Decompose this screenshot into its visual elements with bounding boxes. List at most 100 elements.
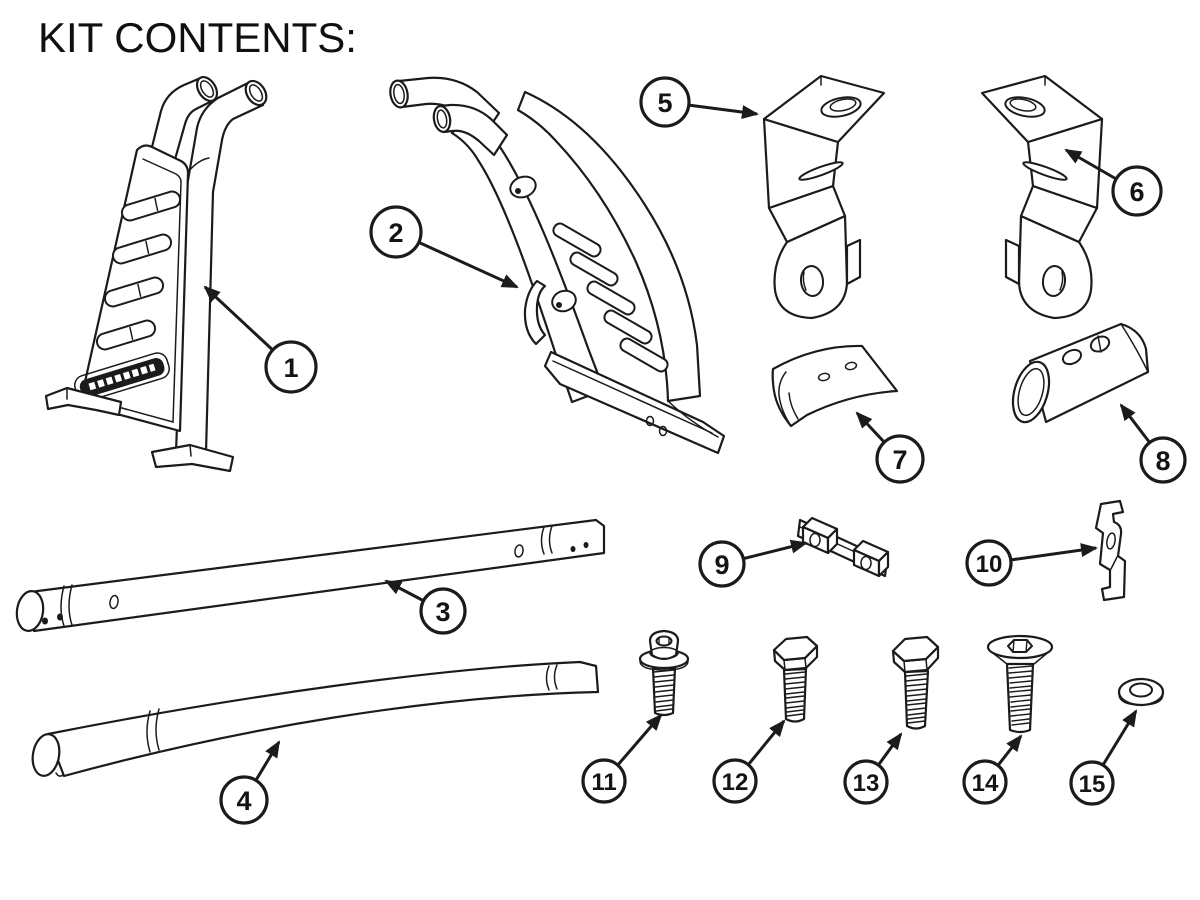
slot-outline bbox=[120, 190, 182, 222]
page-title: KIT CONTENTS: bbox=[38, 14, 357, 61]
top-hole-rim bbox=[1009, 98, 1037, 112]
boss-hole bbox=[515, 188, 521, 194]
callout-circle bbox=[639, 76, 691, 128]
top-hole bbox=[1004, 96, 1046, 118]
panel-top-collar bbox=[187, 157, 210, 173]
callout-2: 2 bbox=[369, 205, 519, 289]
collar-groove-left bbox=[60, 584, 73, 627]
callout-circle bbox=[264, 340, 318, 394]
bolt-hole bbox=[514, 544, 524, 558]
rivet-dot bbox=[583, 542, 589, 548]
part-13-hex-bolt-drawing bbox=[891, 635, 940, 730]
rivet-dot bbox=[42, 617, 48, 625]
hex-socket bbox=[655, 635, 673, 647]
screw-hole bbox=[817, 372, 831, 382]
panel-slot bbox=[111, 233, 173, 265]
side-tab bbox=[845, 238, 862, 286]
callout-1: 1 bbox=[203, 285, 318, 394]
base-foot-right bbox=[150, 443, 235, 473]
curl-inner-edge bbox=[788, 392, 799, 420]
rivet-dot bbox=[57, 613, 63, 621]
tube-end-face bbox=[244, 79, 268, 107]
callout-14: 14 bbox=[962, 734, 1023, 805]
slot-outline bbox=[103, 276, 165, 308]
callout-number: 5 bbox=[657, 88, 672, 118]
end-cap-curve bbox=[1120, 323, 1149, 373]
lobe-hole-shade bbox=[802, 271, 807, 291]
fold-slot bbox=[1022, 161, 1068, 181]
callout-circle bbox=[1111, 165, 1163, 217]
part-5-bracket-drawing bbox=[762, 74, 886, 320]
nut-hole bbox=[809, 532, 821, 548]
callout-13: 13 bbox=[843, 732, 903, 805]
part-1-upright-drawing bbox=[44, 75, 268, 473]
callout-circle bbox=[369, 205, 423, 259]
bolt-hole bbox=[109, 594, 119, 610]
nut-side bbox=[877, 550, 890, 578]
callout-circle bbox=[581, 758, 627, 804]
washer-rim bbox=[639, 660, 689, 671]
threads bbox=[784, 671, 806, 717]
plate-hole bbox=[658, 425, 668, 437]
lobe-hole-shade bbox=[1059, 271, 1064, 291]
foot-fold-line bbox=[189, 444, 192, 457]
slot-divider bbox=[129, 326, 134, 341]
fold-slot bbox=[798, 161, 844, 181]
slot-outline bbox=[95, 319, 157, 351]
callout-circle bbox=[965, 539, 1013, 587]
slot-outline bbox=[552, 222, 602, 258]
nut-hole bbox=[860, 555, 872, 571]
top-hole bbox=[820, 96, 862, 118]
tube-body bbox=[28, 518, 606, 633]
callout-12: 12 bbox=[712, 719, 786, 804]
panel-slot bbox=[95, 319, 157, 351]
open-end-face bbox=[1011, 360, 1051, 424]
panel-slot bbox=[120, 190, 182, 222]
panel-slot bbox=[569, 251, 619, 287]
callout-number: 3 bbox=[435, 597, 450, 627]
callout-circle bbox=[712, 758, 758, 804]
tube-opening bbox=[436, 109, 448, 129]
rivet-dot bbox=[570, 546, 576, 552]
part-2-upright-drawing bbox=[389, 76, 726, 455]
callout-circle bbox=[219, 775, 269, 825]
top-hole bbox=[1061, 348, 1083, 366]
tube-end-face bbox=[15, 590, 45, 632]
head-facet-lines bbox=[783, 657, 807, 671]
callout-circle bbox=[1139, 436, 1187, 484]
base-flange-left bbox=[44, 386, 123, 417]
socket-facets bbox=[658, 637, 670, 645]
side-tab bbox=[1004, 238, 1021, 286]
shell bbox=[771, 344, 899, 428]
callout-number: 1 bbox=[283, 353, 298, 383]
cylinder-body bbox=[1028, 322, 1150, 424]
tube-opening bbox=[393, 83, 405, 105]
callout-number: 7 bbox=[892, 445, 907, 475]
panel-inner-border bbox=[88, 158, 182, 423]
callout-8: 8 bbox=[1119, 403, 1187, 484]
stub-tube-lower bbox=[439, 103, 509, 157]
head-base-ring bbox=[649, 646, 679, 660]
threads bbox=[653, 669, 675, 712]
slot-outline bbox=[111, 233, 173, 265]
callout-11: 11 bbox=[581, 713, 663, 804]
collar-groove-right bbox=[540, 525, 553, 555]
label-text-marks bbox=[88, 363, 156, 391]
threads bbox=[905, 673, 928, 724]
callout-number: 4 bbox=[236, 786, 251, 816]
part-4-cross-tube-drawing bbox=[31, 660, 600, 778]
panel-slot bbox=[603, 309, 653, 345]
tube-body bbox=[46, 660, 600, 778]
collar-groove-left bbox=[146, 708, 160, 753]
part-15-washer-drawing bbox=[1117, 677, 1165, 707]
open-end-rim bbox=[1017, 367, 1045, 417]
part-7-saddle-clamp-drawing bbox=[771, 344, 899, 428]
callout-number: 11 bbox=[591, 769, 616, 796]
callout-circle bbox=[843, 759, 889, 805]
hole-slit bbox=[1097, 335, 1102, 353]
callout-circle bbox=[698, 540, 746, 588]
plate-hole bbox=[645, 415, 655, 427]
threads bbox=[1008, 665, 1033, 726]
callout-number: 10 bbox=[976, 551, 1003, 578]
